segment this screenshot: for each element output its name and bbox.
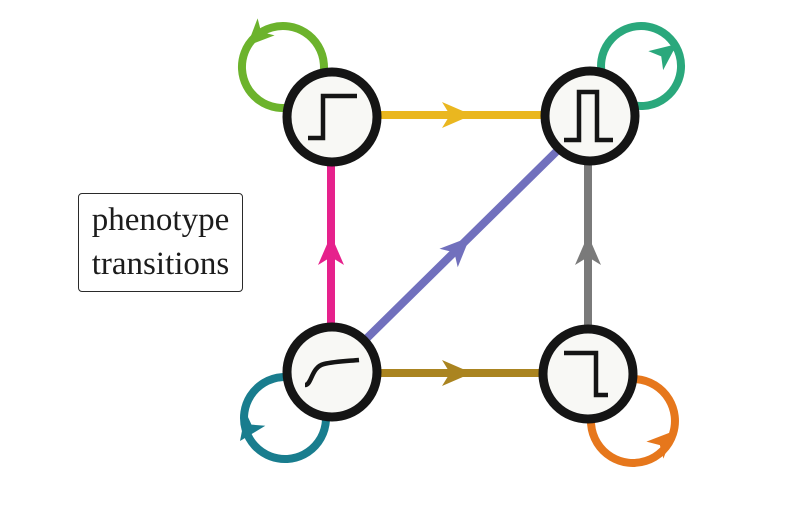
pulse-phenotype-node: [540, 66, 640, 166]
node-circle-step-up: [282, 67, 382, 167]
label-line-1: phenotype: [91, 201, 230, 238]
node-circle-sigmoid: [282, 322, 382, 422]
edge-arrowhead-sigmoid-to-pulse: [439, 237, 470, 268]
phenotype-nodes-layer: [282, 66, 640, 424]
edge-arrowhead-step-up-to-pulse: [442, 102, 472, 128]
node-circle-step-down: [538, 324, 638, 424]
step-up-phenotype-node: [282, 67, 382, 167]
self-loop-arrowhead-pulse: [648, 44, 677, 71]
pulse-waveform-icon: [564, 89, 613, 143]
phenotype-transitions-label: phenotype transitions: [78, 193, 243, 292]
sigmoid-phenotype-node: [282, 322, 382, 422]
step-down-waveform-icon: [564, 350, 608, 398]
node-circle-pulse: [540, 66, 640, 166]
edge-arrowhead-sigmoid-to-step-up: [318, 235, 344, 265]
self-loop-sigmoid: [240, 373, 330, 464]
label-line-2: transitions: [91, 245, 230, 282]
edge-arrowhead-sigmoid-to-step-down: [442, 360, 472, 386]
sigmoid-waveform-icon: [304, 357, 360, 388]
self-loops-layer: [237, 18, 686, 467]
self-loop-arrowhead-sigmoid: [240, 411, 266, 441]
self-loop-arrowhead-step-up: [247, 18, 275, 46]
step-up-waveform-icon: [308, 93, 357, 141]
self-loop-pulse: [597, 22, 686, 110]
step-down-phenotype-node: [538, 324, 638, 424]
self-loop-arrowhead-step-down: [646, 431, 674, 459]
transition-edges-layer: [318, 102, 601, 386]
edge-arrowhead-step-down-to-pulse: [575, 235, 601, 265]
